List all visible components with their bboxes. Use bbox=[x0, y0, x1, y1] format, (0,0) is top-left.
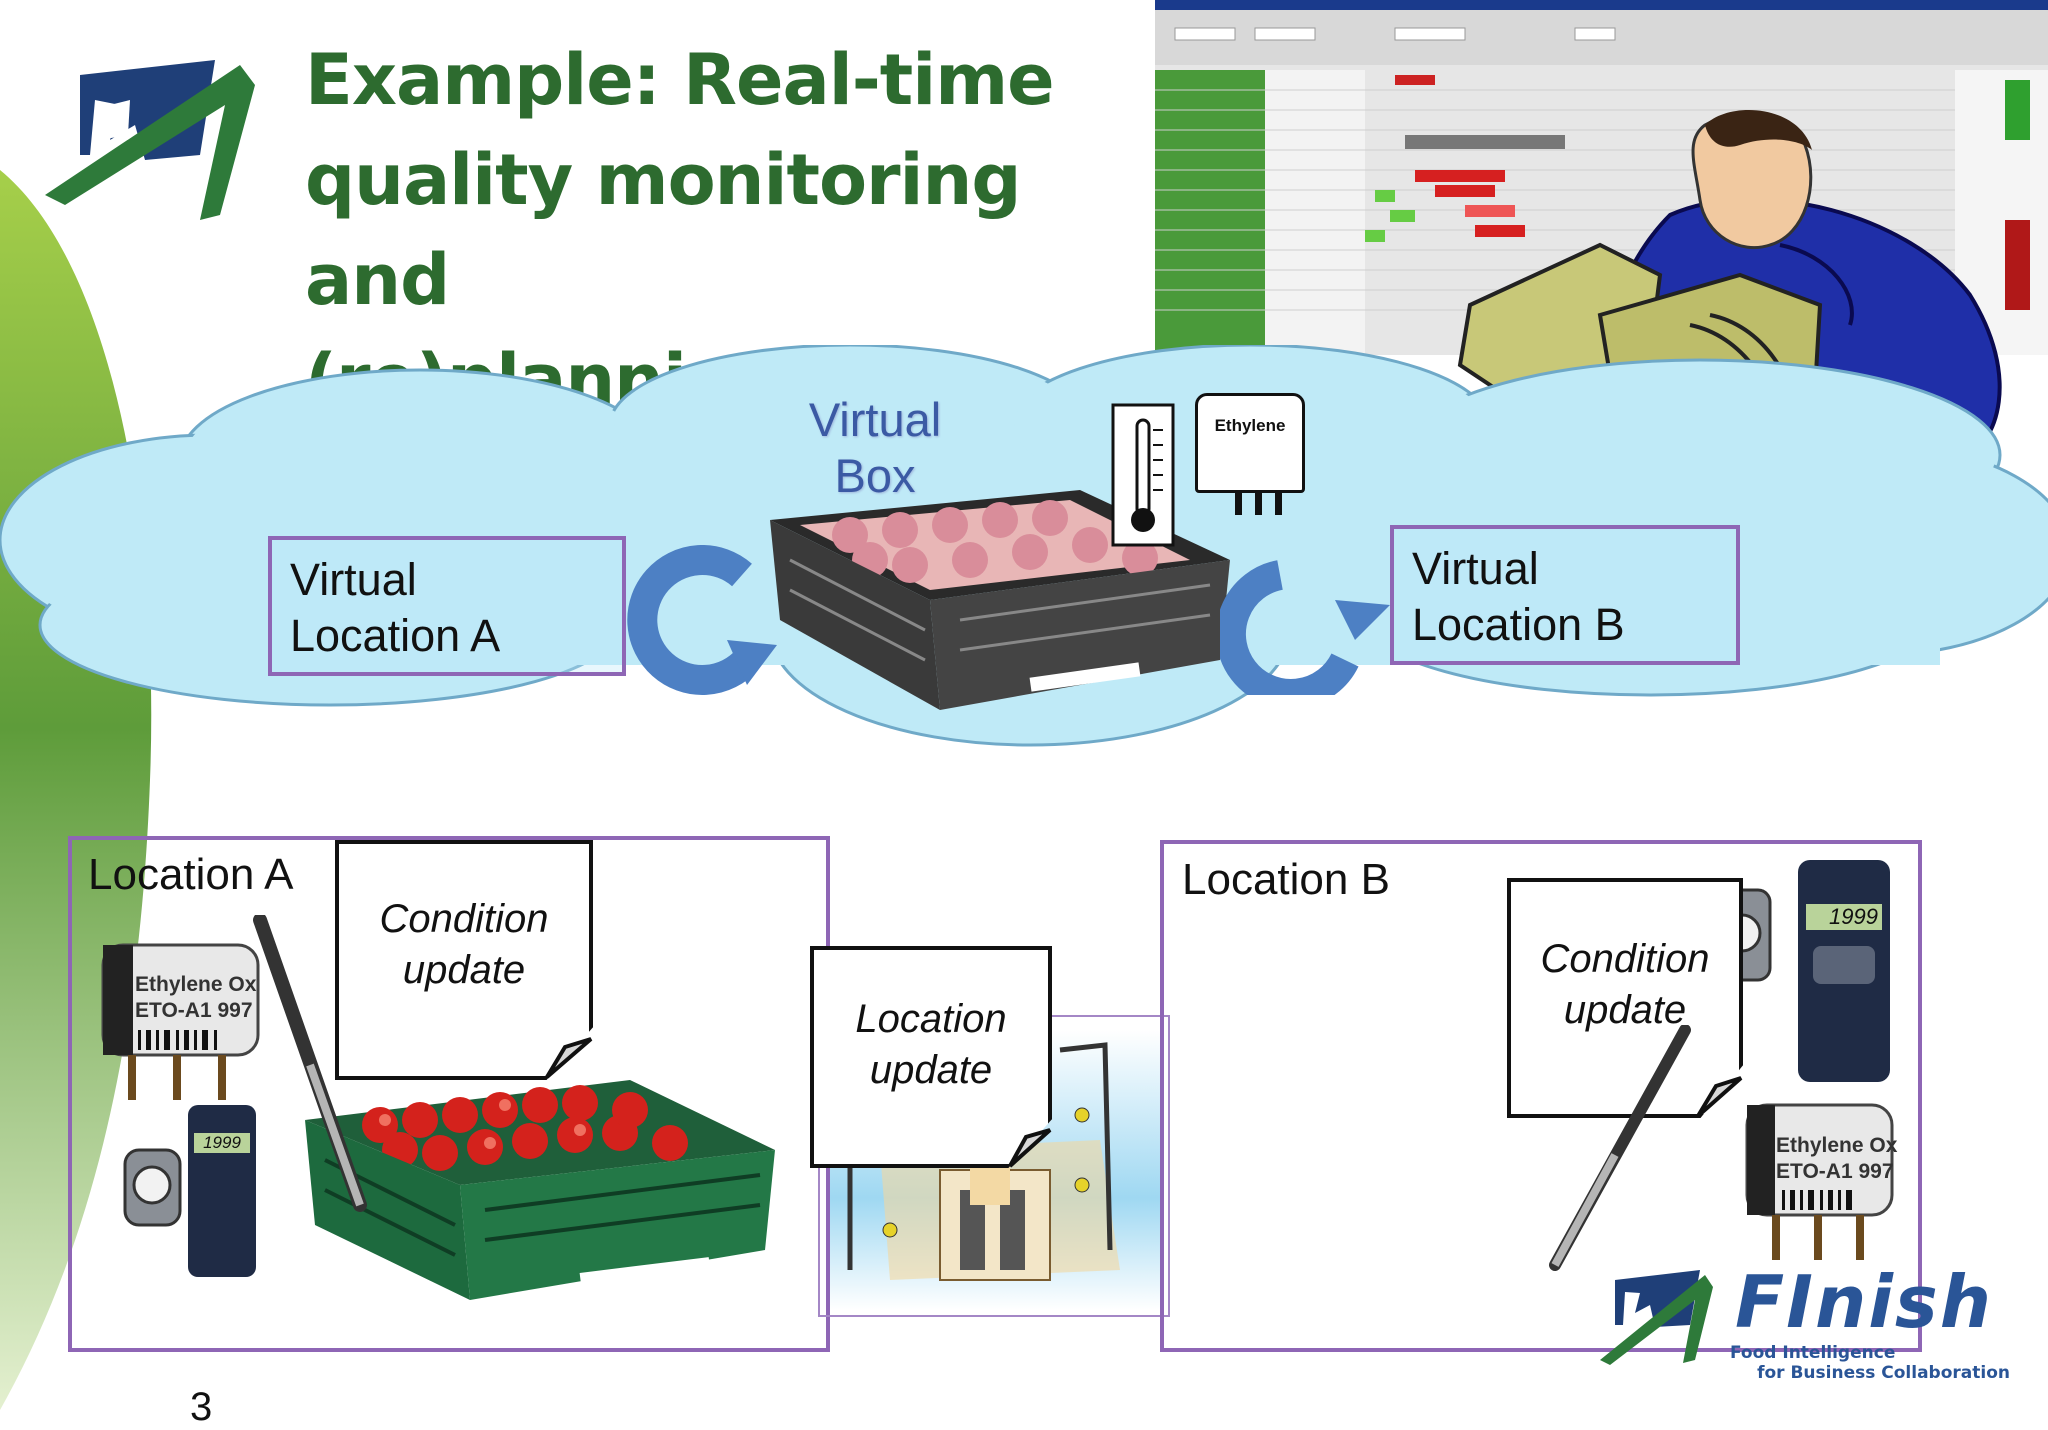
location-b-probe-icon bbox=[1549, 1025, 1691, 1271]
location-a-sensor-label: Ethylene Ox ETO-A1 997 bbox=[135, 972, 256, 1024]
ethylene-sensor-pins bbox=[1235, 490, 1282, 515]
finish-tagline-line-1: Food Intelligence bbox=[1730, 1343, 1896, 1363]
location-a-meter: 1999 bbox=[188, 1105, 256, 1277]
virtual-box-label: Virtual Box bbox=[790, 392, 960, 504]
location-update-note: Location update bbox=[810, 946, 1052, 1168]
location-a-sensor-label-line-1: Ethylene Ox bbox=[135, 973, 257, 996]
location-b-ethylene-sensor-icon bbox=[1745, 1103, 1894, 1260]
location-a-probe-icon bbox=[253, 915, 367, 1212]
location-a-light-sensor-icon bbox=[123, 1148, 182, 1227]
page-number: 3 bbox=[190, 1385, 213, 1429]
ethylene-sensor-box: Ethylene bbox=[1195, 393, 1305, 493]
location-b-note-line-1: Condition bbox=[1540, 937, 1710, 981]
virtual-location-b-box: Virtual Location B bbox=[1390, 525, 1740, 665]
virtual-box-label-line-2: Box bbox=[834, 449, 916, 502]
title-line-2: quality monitoring and bbox=[305, 139, 1022, 321]
finish-brand-name: FInish bbox=[1735, 1260, 1994, 1344]
location-update-note-fold bbox=[1008, 1128, 1052, 1168]
location-b-meter: 1999 bbox=[1798, 860, 1890, 1082]
cycle-arrow-left-icon bbox=[627, 545, 777, 695]
virtual-location-b-line-1: Virtual bbox=[1412, 543, 1539, 594]
location-b-label: Location B bbox=[1182, 855, 1390, 904]
finish-brand-tagline: Food Intelligence for Business Collabora… bbox=[1730, 1343, 2010, 1383]
location-b-meter-display: 1999 bbox=[1806, 904, 1882, 930]
finish-tagline-line-2: for Business Collaboration bbox=[1757, 1363, 2010, 1383]
finish-brand-mark-icon bbox=[1600, 1270, 1713, 1365]
location-b-note-line-2: update bbox=[1563, 988, 1687, 1032]
location-b-note-fold bbox=[1696, 1076, 1743, 1118]
cycle-arrow-right-icon bbox=[1220, 560, 1390, 695]
location-a-note-line-2: update bbox=[402, 948, 526, 992]
location-b-meter-buttons bbox=[1813, 946, 1875, 984]
virtual-location-a-line-2: Location A bbox=[290, 610, 501, 661]
location-b-condition-update-note: Condition update bbox=[1507, 878, 1743, 1118]
ethylene-sensor-label: Ethylene bbox=[1214, 416, 1286, 435]
location-b-sensor-label: Ethylene Ox ETO-A1 997 bbox=[1776, 1133, 1897, 1185]
finish-logo-icon bbox=[45, 60, 255, 220]
virtual-box-label-line-1: Virtual bbox=[808, 393, 942, 446]
virtual-location-b-line-2: Location B bbox=[1412, 599, 1625, 650]
title-line-1: Example: Real-time bbox=[305, 39, 1055, 121]
location-b-frame bbox=[1160, 840, 1922, 1352]
location-update-note-line-1: Location bbox=[855, 997, 1007, 1041]
location-update-note-line-2: update bbox=[869, 1048, 993, 1092]
virtual-location-a-box: Virtual Location A bbox=[268, 536, 626, 676]
location-a-sensor-label-line-2: ETO-A1 997 bbox=[135, 999, 253, 1022]
location-a-meter-display: 1999 bbox=[194, 1133, 250, 1153]
location-a-condition-update-note: Condition update bbox=[335, 840, 593, 1080]
location-a-label: Location A bbox=[88, 850, 294, 899]
location-a-apple-crate-image bbox=[305, 1080, 775, 1300]
location-a-ethylene-sensor-icon bbox=[101, 943, 260, 1100]
location-a-note-fold bbox=[545, 1037, 593, 1079]
thermometer-icon bbox=[1111, 403, 1175, 547]
location-b-sensor-label-line-2: ETO-A1 997 bbox=[1776, 1160, 1894, 1183]
virtual-location-a-line-1: Virtual bbox=[290, 554, 417, 605]
location-b-sensor-label-line-1: Ethylene Ox bbox=[1776, 1134, 1898, 1157]
location-a-note-line-1: Condition bbox=[379, 897, 549, 941]
